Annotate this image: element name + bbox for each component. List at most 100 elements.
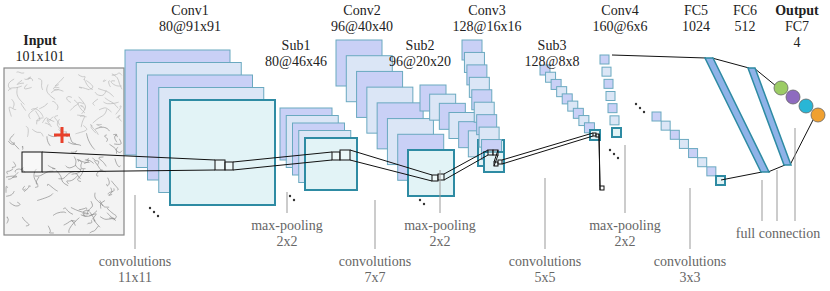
feature-map: [170, 100, 275, 205]
receptive-fields: [22, 133, 604, 190]
image-texture: [31, 109, 43, 117]
feature-map: [661, 121, 670, 130]
feature-map: [600, 55, 609, 64]
image-texture: [95, 127, 109, 131]
projection-line: [494, 150, 498, 166]
conv4-stack-bottom: [652, 112, 725, 185]
image-texture: [78, 102, 85, 113]
image-texture: [69, 218, 80, 233]
image-texture: [39, 103, 47, 108]
leader-line: [762, 180, 763, 221]
image-texture: [99, 157, 107, 166]
layer-size: 128@16x16: [451, 19, 524, 35]
image-texture: [52, 101, 58, 110]
projection-line: [502, 133, 593, 164]
fc-layers: [612, 55, 825, 180]
image-texture: [68, 142, 81, 146]
layer-heading: Sub3128@8x8: [523, 38, 582, 70]
image-texture: [77, 159, 82, 168]
image-texture: [109, 188, 112, 196]
feature-map: [305, 138, 357, 190]
dot: [157, 215, 159, 217]
image-texture: [24, 186, 31, 192]
image-texture: [21, 104, 26, 111]
leader-line: [135, 195, 136, 249]
image-texture: [35, 111, 39, 121]
dot: [639, 107, 641, 109]
image-texture: [69, 136, 76, 144]
image-texture: [56, 170, 68, 185]
image-texture: [115, 159, 120, 167]
operation-label: convolutions 11x11: [93, 254, 177, 286]
feature-map: [679, 139, 688, 148]
layer-name: FC5: [680, 3, 712, 19]
image-texture: [78, 75, 85, 80]
image-texture: [111, 181, 118, 190]
conv4-stack-top: [600, 55, 621, 137]
image-texture: [74, 157, 80, 170]
image-texture: [87, 220, 91, 224]
image-texture: [28, 77, 33, 81]
layer-heading: Conv4160@6x6: [591, 3, 650, 35]
sub1-stack: [280, 108, 357, 190]
leader-line: [375, 200, 376, 249]
output-unit: [799, 99, 813, 113]
image-texture: [89, 214, 96, 220]
leader-line: [777, 170, 778, 221]
fc6-band: [748, 68, 791, 165]
image-texture: [47, 85, 55, 100]
dot: [635, 103, 637, 105]
image-texture: [91, 124, 99, 135]
image-texture: [12, 162, 15, 169]
layer-size: FC7: [773, 19, 821, 35]
layer-heading: Sub180@46x46: [263, 38, 329, 70]
feature-map: [698, 158, 707, 167]
image-texture: [103, 102, 118, 104]
layer-name: Conv2: [329, 3, 395, 19]
image-texture: [8, 86, 21, 91]
receptive-square: [488, 150, 493, 155]
layer-heading: Input101x101: [14, 33, 67, 65]
image-texture: [6, 186, 8, 192]
image-texture: [84, 160, 89, 164]
image-texture: [90, 226, 99, 233]
receptive-square: [340, 150, 350, 160]
image-texture: [10, 202, 20, 206]
operation-label: max-pooling 2x2: [400, 218, 480, 250]
image-texture: [64, 221, 76, 226]
projection-line: [350, 150, 432, 181]
image-texture: [48, 165, 55, 169]
image-texture: [55, 77, 64, 86]
leader-lines: [135, 128, 795, 249]
projection-line: [233, 152, 332, 170]
image-texture: [17, 72, 25, 73]
image-texture: [47, 136, 50, 145]
image-texture: [26, 126, 28, 137]
image-texture: [97, 124, 102, 127]
operation-label: convolutions 3x3: [648, 254, 732, 286]
image-texture: [79, 208, 87, 210]
image-texture: [67, 176, 78, 184]
layer-heading: Conv3128@16x16: [451, 3, 524, 35]
layer-heading: Sub296@20x20: [387, 38, 453, 70]
image-texture: [70, 100, 78, 111]
layer-heading: FC6512: [731, 3, 759, 35]
layer-size: 96@40x40: [329, 19, 395, 35]
image-texture: [112, 74, 122, 89]
receptive-square: [332, 152, 340, 160]
full-connection-lines: [612, 55, 813, 180]
image-texture: [110, 144, 117, 153]
image-texture: [109, 81, 111, 87]
receptive-square: [22, 152, 42, 172]
image-texture: [90, 212, 100, 228]
dot: [153, 211, 155, 213]
image-texture: [116, 115, 121, 121]
feature-map: [408, 150, 454, 196]
layer-name: FC6: [731, 3, 759, 19]
image-texture: [7, 217, 8, 223]
layer-heading: OutputFC74: [773, 3, 821, 51]
output-unit: [811, 108, 825, 122]
image-texture: [97, 170, 103, 176]
image-texture: [100, 217, 116, 221]
layer-size: 512: [731, 19, 759, 35]
